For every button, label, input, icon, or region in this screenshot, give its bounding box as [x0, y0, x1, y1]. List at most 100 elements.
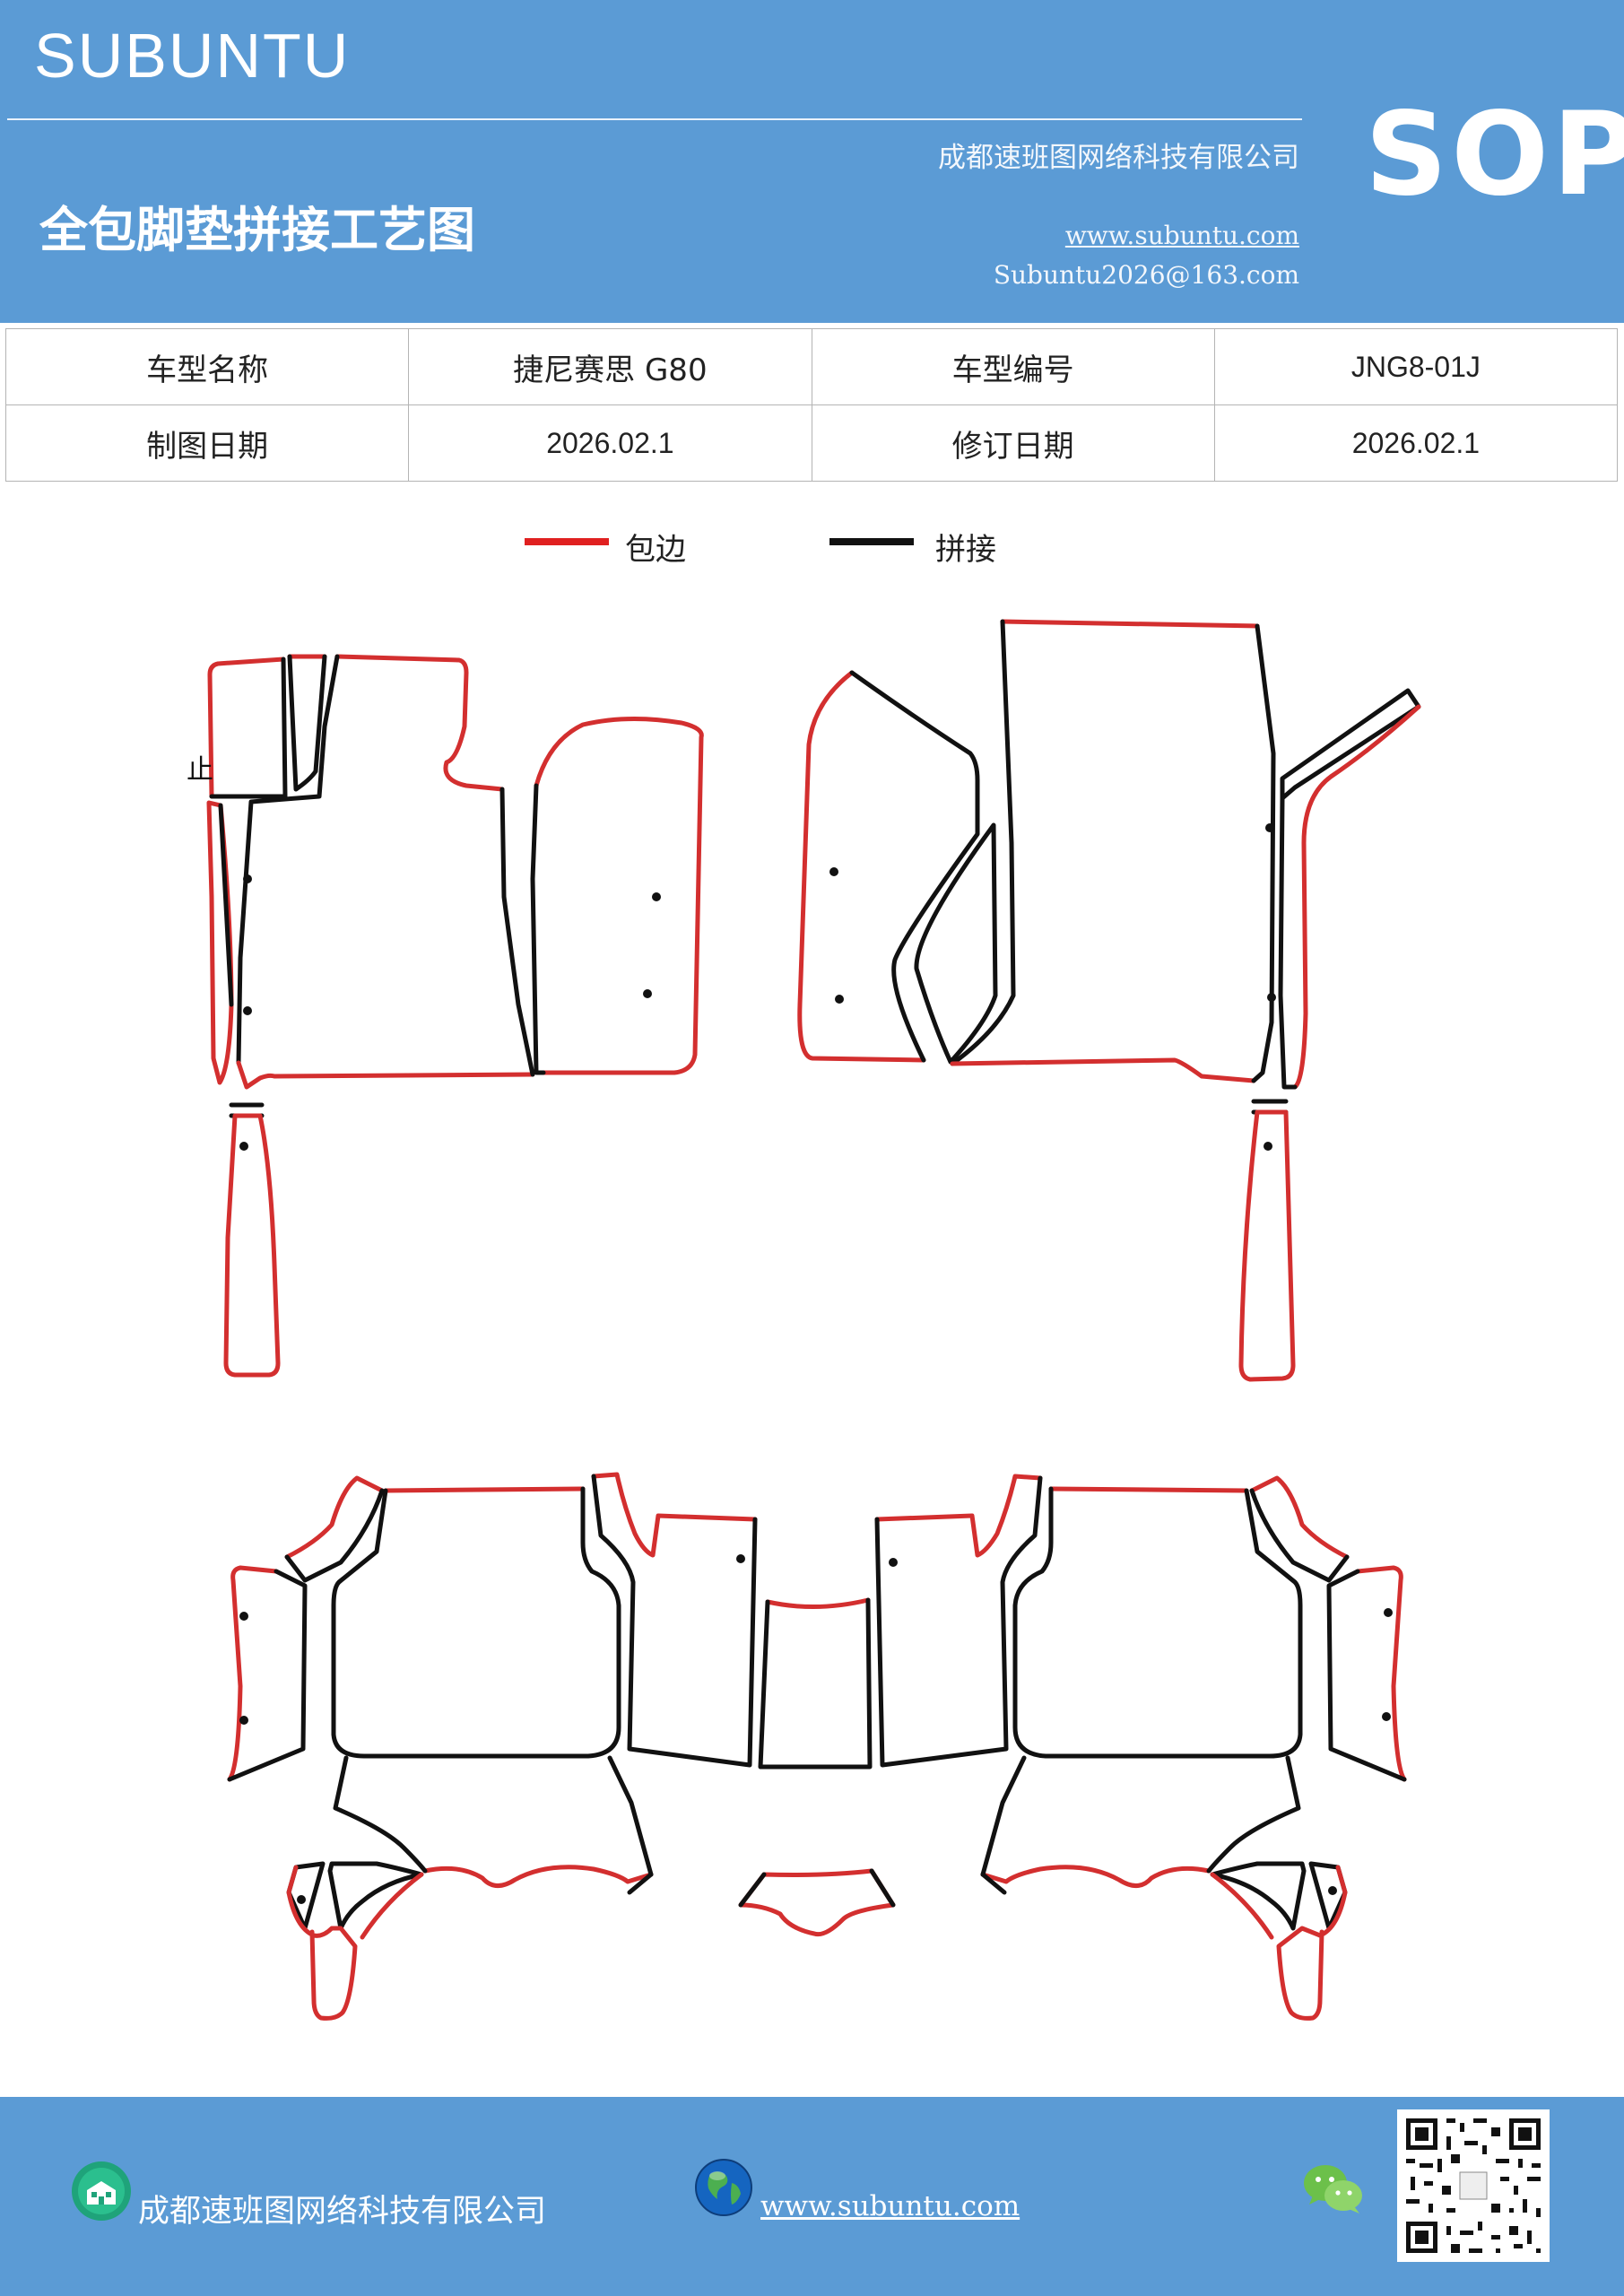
tunnel-top-edge	[765, 1597, 871, 1610]
rear-right-seat-seam	[1012, 1486, 1303, 1759]
rear-right-outer-edge	[1355, 1565, 1407, 1782]
driver-mat-right-seam	[499, 787, 535, 1077]
rear-left-lower-edge	[422, 1865, 654, 1888]
brand-name: SUBUNTU	[34, 21, 351, 91]
footer-company-name: 成都速班图网络科技有限公司	[138, 2194, 547, 2230]
rear-right-seat-top-edge	[1048, 1486, 1249, 1493]
header-divider	[7, 118, 1302, 120]
front-left-top-strip-seam	[209, 657, 288, 799]
clip-dot	[652, 892, 661, 901]
rear-right-corner-edge	[1249, 1475, 1350, 1560]
clip-dot	[1264, 1142, 1272, 1151]
building-icon	[72, 2161, 131, 2221]
passenger-main-left-seam	[950, 619, 1016, 1066]
front-right-mat-group	[797, 619, 1421, 1382]
passenger-inner-wedge	[914, 822, 998, 1065]
footrest-piece-edge	[534, 716, 704, 1075]
clip-dot	[835, 995, 844, 1004]
passenger-left-piece-edge	[797, 670, 926, 1063]
qr-code	[1397, 2109, 1550, 2262]
rear-left-leg-top-edge	[360, 1872, 424, 1940]
seam-swatch	[829, 538, 914, 545]
company-name: 成都速班图网络科技有限公司	[938, 142, 1299, 174]
model-name-value: 捷尼赛思 G80	[408, 328, 812, 405]
clip-dot	[1384, 1608, 1393, 1617]
passenger-main-top-edge	[1000, 619, 1260, 629]
center-lower-piece	[738, 1868, 896, 1937]
vehicle-info-table: 车型名称 捷尼赛思 G80 车型编号 JNG8-01J 制图日期 2026.02…	[4, 328, 1619, 482]
document-title: 全包脚垫拼接工艺图	[39, 202, 475, 258]
passenger-right-seam	[1278, 796, 1298, 1090]
front-left-sill-piece	[223, 1113, 281, 1378]
rear-right-leg-top-edge	[1210, 1872, 1274, 1940]
center-lower-seam	[738, 1868, 896, 1908]
rear-left-outer-edge	[227, 1565, 279, 1782]
passenger-right-edge	[1292, 704, 1421, 1090]
rear-right-corner-seam	[1249, 1488, 1350, 1583]
rear-left-mid-wedge	[327, 1861, 424, 1931]
model-name-label: 车型名称	[4, 328, 410, 405]
footer-website-link[interactable]: www.subuntu.com	[760, 2190, 1020, 2222]
front-left-mat-group: 止	[187, 654, 704, 1378]
clip-dot	[1265, 823, 1274, 832]
clip-dot	[829, 867, 838, 876]
edge-binding-label: 包边	[625, 532, 686, 568]
rear-left-seat-seam	[331, 1486, 621, 1759]
draw-date-value: 2026.02.1	[408, 404, 812, 482]
email-address: Subuntu2026@163.com	[993, 260, 1299, 290]
rear-left-corner-seam	[284, 1488, 385, 1583]
rear-right-lower-seam-tail	[980, 1872, 1007, 1895]
clip-dot	[243, 1006, 252, 1015]
table-row: 车型名称 捷尼赛思 G80 车型编号 JNG8-01J	[4, 328, 1619, 405]
table-row: 制图日期 2026.02.1 修订日期 2026.02.1	[4, 404, 1619, 482]
front-left-side-strip-seam	[218, 803, 234, 1007]
rear-left-column-seam	[591, 1474, 758, 1768]
globe-icon	[695, 2159, 752, 2216]
rear-mat-group	[227, 1472, 1407, 2021]
rear-right-outer-seam	[1326, 1569, 1407, 1782]
stop-marker: 止	[187, 754, 213, 786]
rear-right-column-edge	[874, 1474, 1043, 1558]
rear-left-column-edge	[591, 1472, 758, 1558]
clip-dot	[239, 1142, 248, 1151]
legend: 包边 拼接	[525, 525, 1027, 570]
edge-binding-swatch	[525, 538, 609, 545]
rear-left-corner-edge	[284, 1475, 385, 1560]
header-banner: SUBUNTU 成都速班图网络科技有限公司 全包脚垫拼接工艺图 www.subu…	[0, 0, 1624, 323]
wechat-icon[interactable]	[1302, 2161, 1365, 2217]
clip-dot	[243, 874, 252, 883]
revision-date-value: 2026.02.1	[1213, 404, 1619, 482]
front-left-top-strip-edge	[207, 657, 286, 799]
passenger-main-bottom-edge	[950, 1057, 1256, 1083]
model-code-label: 车型编号	[811, 328, 1215, 405]
clip-dot	[239, 1716, 248, 1725]
clip-dot	[239, 1612, 248, 1621]
rear-left-lower-seam	[333, 1755, 654, 1877]
clip-dot	[297, 1895, 306, 1904]
rear-left-leg-edge	[286, 1865, 358, 2021]
driver-mat-top-edge	[334, 654, 505, 792]
rear-left-lower-seam-tail	[627, 1872, 654, 1895]
passenger-main-right-seam	[1251, 623, 1276, 1083]
clip-dot	[643, 989, 652, 998]
clip-dot	[889, 1558, 898, 1567]
revision-date-label: 修订日期	[811, 404, 1215, 482]
website-link[interactable]: www.subuntu.com	[1064, 221, 1299, 250]
clip-dot	[1328, 1886, 1337, 1895]
passenger-left-piece-seam	[849, 670, 980, 1063]
footrest-piece-seam	[530, 783, 546, 1075]
clip-dot	[1382, 1712, 1391, 1721]
rear-left-seat-top-edge	[383, 1486, 586, 1493]
floor-mat-diagram: .e { fill: none; stroke: #d32f2f; stroke…	[187, 619, 1421, 2021]
rear-right-column-seam	[874, 1475, 1043, 1768]
draw-date-label: 制图日期	[4, 404, 410, 482]
passenger-diagonal-seam	[1280, 688, 1421, 801]
rear-right-lower-edge	[980, 1865, 1211, 1888]
driver-mat-left-seam	[236, 654, 340, 1065]
rear-right-lower-seam	[980, 1755, 1301, 1877]
tunnel-seam	[758, 1597, 873, 1770]
model-code-value: JNG8-01J	[1213, 328, 1619, 405]
front-right-sill-piece	[1238, 1109, 1296, 1382]
rear-left-outer-seam	[227, 1569, 308, 1782]
seam-label: 拼接	[935, 532, 996, 568]
